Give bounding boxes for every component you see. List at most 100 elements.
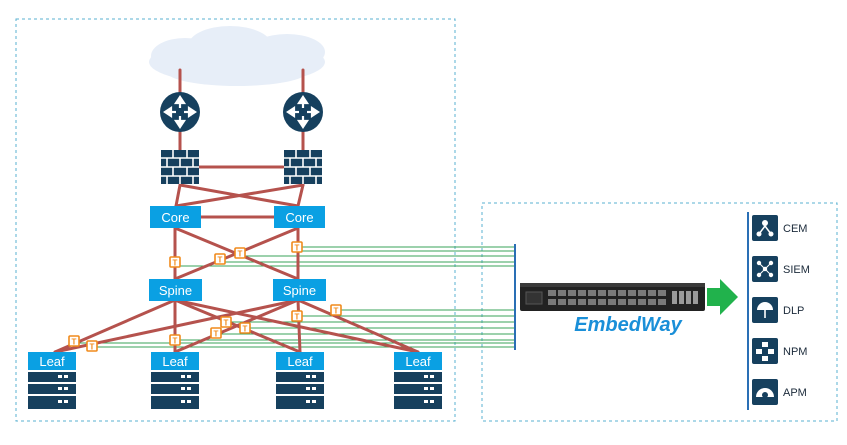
device-port <box>608 290 616 296</box>
tap-icon: T <box>169 256 181 268</box>
device-port <box>568 299 576 305</box>
tap-icon: T <box>169 334 181 346</box>
tap-label: T <box>173 259 178 268</box>
tool-item: DLP <box>752 297 804 323</box>
core-node: Core <box>150 206 201 228</box>
server-icon <box>28 372 76 409</box>
tap-label: T <box>238 250 243 259</box>
tap-icon: T <box>239 322 251 334</box>
tap-icon: T <box>210 327 222 339</box>
siem-icon <box>752 256 778 282</box>
leaf-label: Leaf <box>405 354 431 369</box>
core-label: Core <box>285 210 313 225</box>
tap-icon: T <box>86 340 98 352</box>
leaf-label: Leaf <box>287 354 313 369</box>
spine-label: Spine <box>159 283 192 298</box>
server-icon <box>394 372 442 409</box>
device-port <box>628 290 636 296</box>
device-port <box>588 299 596 305</box>
cloud-icon <box>149 26 325 86</box>
tap-label: T <box>295 313 300 322</box>
device-port <box>568 290 576 296</box>
apm-icon <box>752 379 778 405</box>
router-icon <box>160 92 200 132</box>
tool-label: APM <box>783 387 807 399</box>
device-port <box>578 290 586 296</box>
tool-item: NPM <box>752 338 807 364</box>
leaf-label: Leaf <box>162 354 188 369</box>
device-port <box>598 299 606 305</box>
npm-icon <box>752 338 778 364</box>
tap-label: T <box>90 343 95 352</box>
server-icon <box>276 372 324 409</box>
device-port <box>548 290 556 296</box>
tool-frame <box>481 202 838 422</box>
device-port <box>658 299 666 305</box>
tool-label: NPM <box>783 346 807 358</box>
spine-label: Spine <box>283 283 316 298</box>
tap-icon: T <box>330 304 342 316</box>
network-links <box>53 68 420 354</box>
leaf-label: Leaf <box>39 354 65 369</box>
packet-broker-device <box>520 283 705 311</box>
device-port <box>628 299 636 305</box>
arrow-icon <box>707 279 738 315</box>
tool-label: DLP <box>783 305 804 317</box>
device-port <box>588 290 596 296</box>
tap-icon: T <box>214 253 226 265</box>
tap-label: T <box>72 338 77 347</box>
dlp-icon <box>752 297 778 323</box>
server-icon <box>151 372 199 409</box>
device-port <box>608 299 616 305</box>
device-port <box>558 299 566 305</box>
tap-icon: T <box>220 316 232 328</box>
device-port <box>618 299 626 305</box>
leaf-node: Leaf <box>276 352 324 409</box>
tool-item: APM <box>752 379 807 405</box>
tool-item: CEM <box>752 215 807 241</box>
tap-label: T <box>243 325 248 334</box>
device-port <box>686 291 691 304</box>
device-port <box>638 299 646 305</box>
core-label: Core <box>161 210 189 225</box>
tool-item: SIEM <box>752 256 810 282</box>
leaf-node: Leaf <box>394 352 442 409</box>
device-port <box>548 299 556 305</box>
tap-label: T <box>334 307 339 316</box>
tap-icon: T <box>68 335 80 347</box>
device-port <box>693 291 698 304</box>
device-port <box>525 291 543 305</box>
device-port <box>618 290 626 296</box>
tap-icon: T <box>291 310 303 322</box>
device-port <box>648 290 656 296</box>
device-port <box>578 299 586 305</box>
firewall-icon <box>161 150 199 184</box>
core-node: Core <box>274 206 325 228</box>
device-port <box>638 290 646 296</box>
tap-label: T <box>218 256 223 265</box>
leaf-node: Leaf <box>151 352 199 409</box>
brand-label: EmbedWay <box>574 314 682 336</box>
device-port <box>658 290 666 296</box>
tool-label: CEM <box>783 223 807 235</box>
leaf-node: Leaf <box>28 352 76 409</box>
tap-label: T <box>173 337 178 346</box>
tap-label: T <box>214 330 219 339</box>
spine-node: Spine <box>149 279 202 301</box>
tap-label: T <box>295 244 300 253</box>
device-port <box>598 290 606 296</box>
router-icon <box>283 92 323 132</box>
device-port <box>558 290 566 296</box>
tap-icon: T <box>291 241 303 253</box>
firewall-icon <box>284 150 322 184</box>
device-port <box>648 299 656 305</box>
cem-icon <box>752 215 778 241</box>
tap-icon: T <box>234 247 246 259</box>
device-port <box>679 291 684 304</box>
device-port <box>672 291 677 304</box>
spine-node: Spine <box>273 279 326 301</box>
tap-label: T <box>224 319 229 328</box>
tool-label: SIEM <box>783 264 810 276</box>
